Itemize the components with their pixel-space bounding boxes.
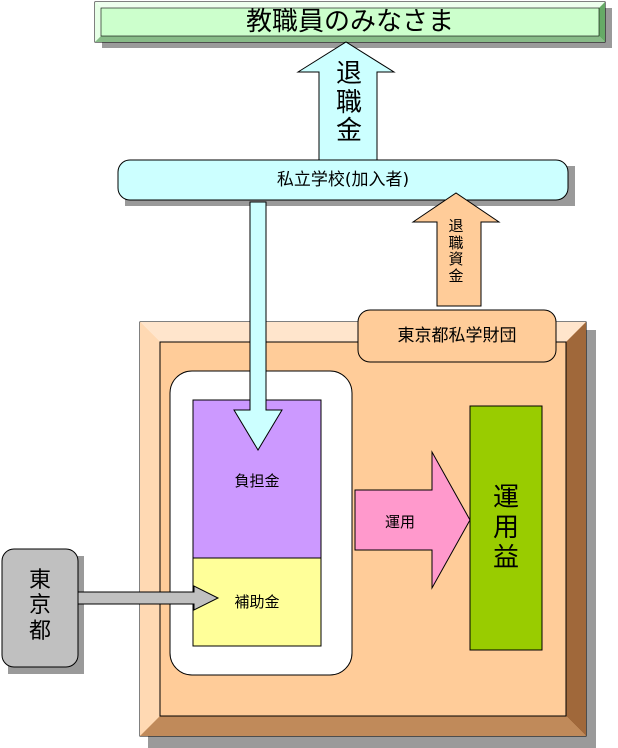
unyoeki-bar [469, 405, 543, 651]
hojokin-arrow [77, 585, 220, 611]
hojokin-label: 補助金 [234, 593, 280, 611]
taishoku-shikin-label: 退職資金 [448, 217, 464, 285]
unyo-arrow [354, 450, 471, 590]
tokyo-box [1, 548, 79, 668]
taishokukin-arrow [296, 41, 396, 161]
tokyo-label: 東京都 [28, 568, 51, 644]
foundation-label: 東京都私学財団 [397, 326, 517, 346]
futankin-label: 負担金 [234, 472, 280, 490]
title-box [94, 1, 606, 43]
taishokukin-label: 退職金 [335, 59, 362, 147]
title-text: 教職員のみなさま [245, 7, 454, 37]
taishoku-shikin-arrow [411, 192, 501, 307]
futankin-arrow [233, 201, 283, 451]
school-box [117, 159, 569, 201]
unyoeki-label: 運用益 [492, 483, 519, 573]
unyo-label: 運用 [384, 513, 415, 531]
foundation-box [357, 309, 557, 363]
school-label: 私立学校(加入者) [276, 170, 410, 190]
